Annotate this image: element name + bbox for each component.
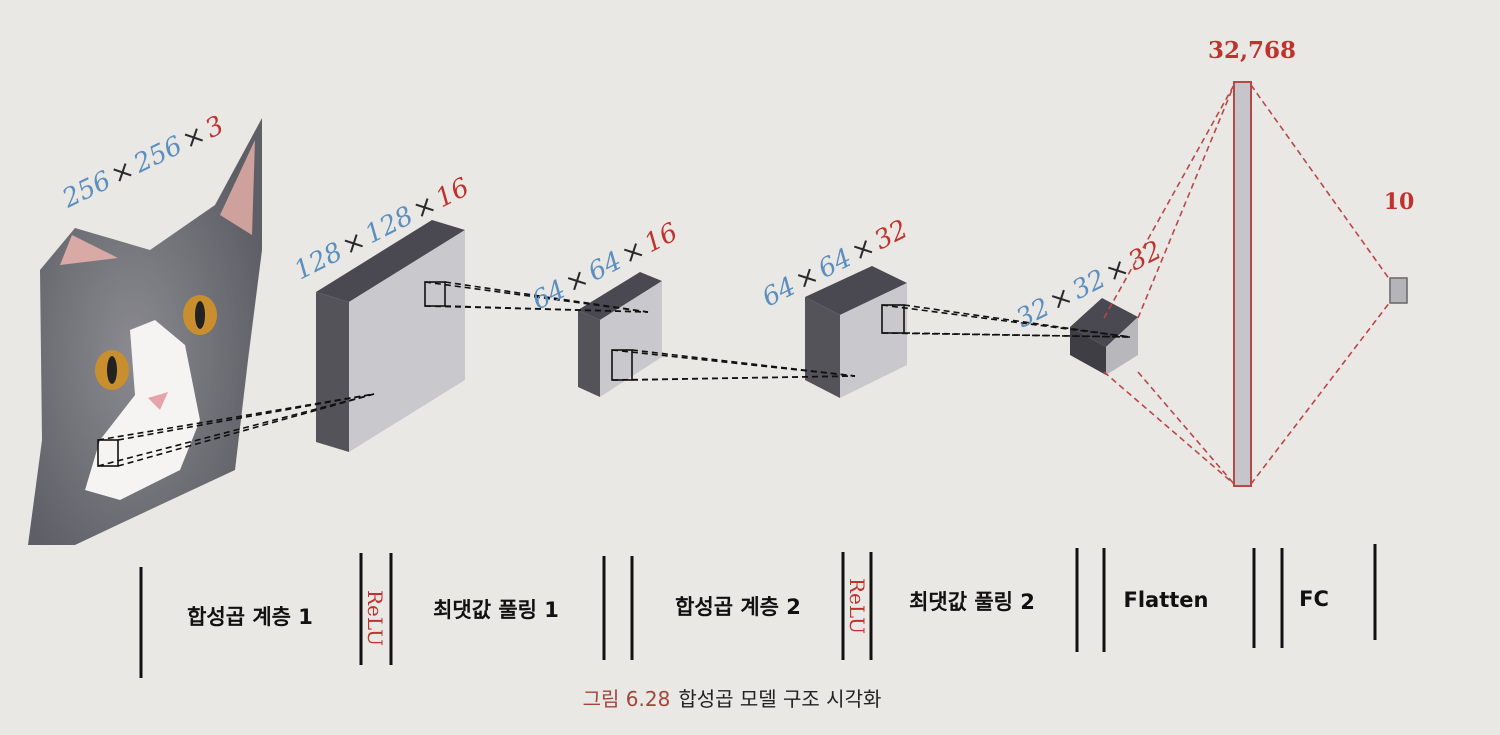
layer-label-pool1: 최댓값 풀링 1 xyxy=(433,598,559,622)
conv2-block xyxy=(805,266,907,398)
relu2-label: ReLU xyxy=(845,578,869,634)
pool1-block xyxy=(578,272,662,397)
layer-label-conv2: 합성곱 계층 2 xyxy=(675,595,801,619)
flatten-dimension-label: 32,768 xyxy=(1208,37,1296,64)
conv1-block xyxy=(316,220,465,452)
input-dimension-label: 256×256×3 xyxy=(57,110,229,214)
figure-title: 합성곱 모델 구조 시각화 xyxy=(678,687,881,711)
fc-dimension-label: 10 xyxy=(1384,189,1415,215)
flatten-bar xyxy=(1233,81,1252,487)
layer-label-pool2: 최댓값 풀링 2 xyxy=(909,590,1035,614)
pool2-block xyxy=(1070,298,1138,375)
relu1-label: ReLU xyxy=(363,590,387,646)
layer-separators xyxy=(139,544,1377,678)
kernel-lines xyxy=(97,281,1131,467)
figure-number: 그림 6.28 xyxy=(583,687,671,711)
layer-label-flatten: Flatten xyxy=(1124,588,1209,612)
figure-caption: 그림 6.28 합성곱 모델 구조 시각화 xyxy=(583,687,882,711)
layer-label-fc: FC xyxy=(1299,587,1329,611)
cat-photo-icon xyxy=(28,118,262,545)
layer-label-conv1: 합성곱 계층 1 xyxy=(187,605,313,629)
fc-output-box xyxy=(1389,277,1408,304)
fc-connection-lines xyxy=(1103,84,1391,485)
